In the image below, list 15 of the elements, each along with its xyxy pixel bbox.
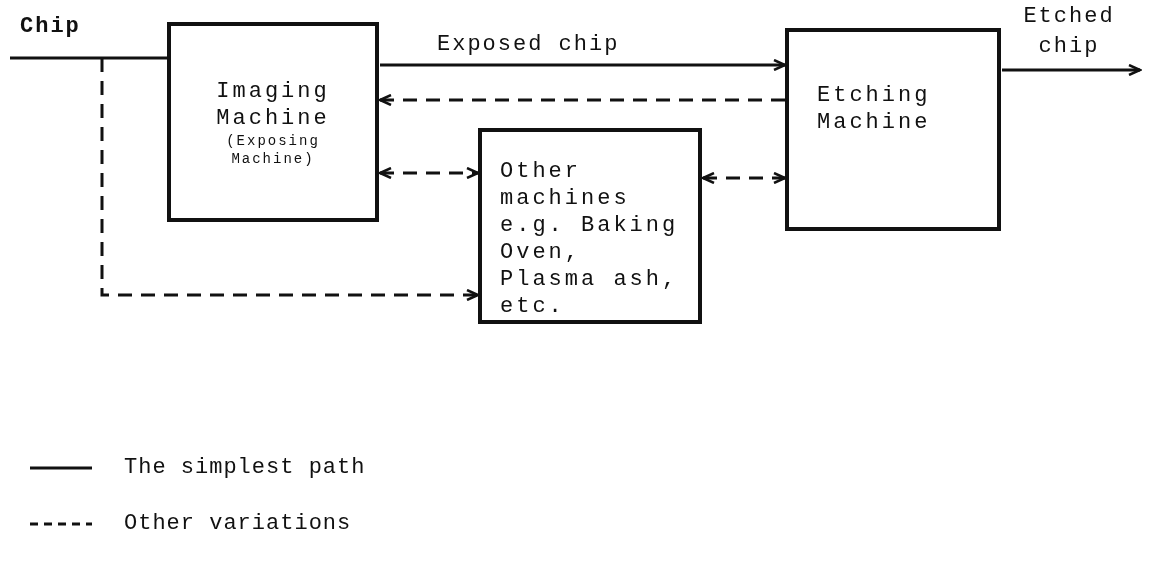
legend-label: The simplest path xyxy=(124,455,366,480)
machine-box xyxy=(167,22,379,222)
machine-note: (Exposing Machine) xyxy=(225,132,321,168)
machine-box xyxy=(478,128,702,324)
connector-arrow xyxy=(378,93,785,107)
connector-arrow xyxy=(1002,63,1142,77)
machine-label: Imaging Machine xyxy=(215,78,331,132)
machine-label: Etching Machine xyxy=(817,82,932,136)
connector-arrow xyxy=(378,166,480,180)
legend-label: Other variations xyxy=(124,511,352,536)
machine-label: Other machines e.g. Baking Oven, Plasma ash, etc. xyxy=(500,158,680,320)
connector-arrow xyxy=(701,171,787,185)
connector-arrow xyxy=(380,58,787,72)
machine-box xyxy=(785,28,1001,231)
connector-arrow xyxy=(100,58,480,302)
